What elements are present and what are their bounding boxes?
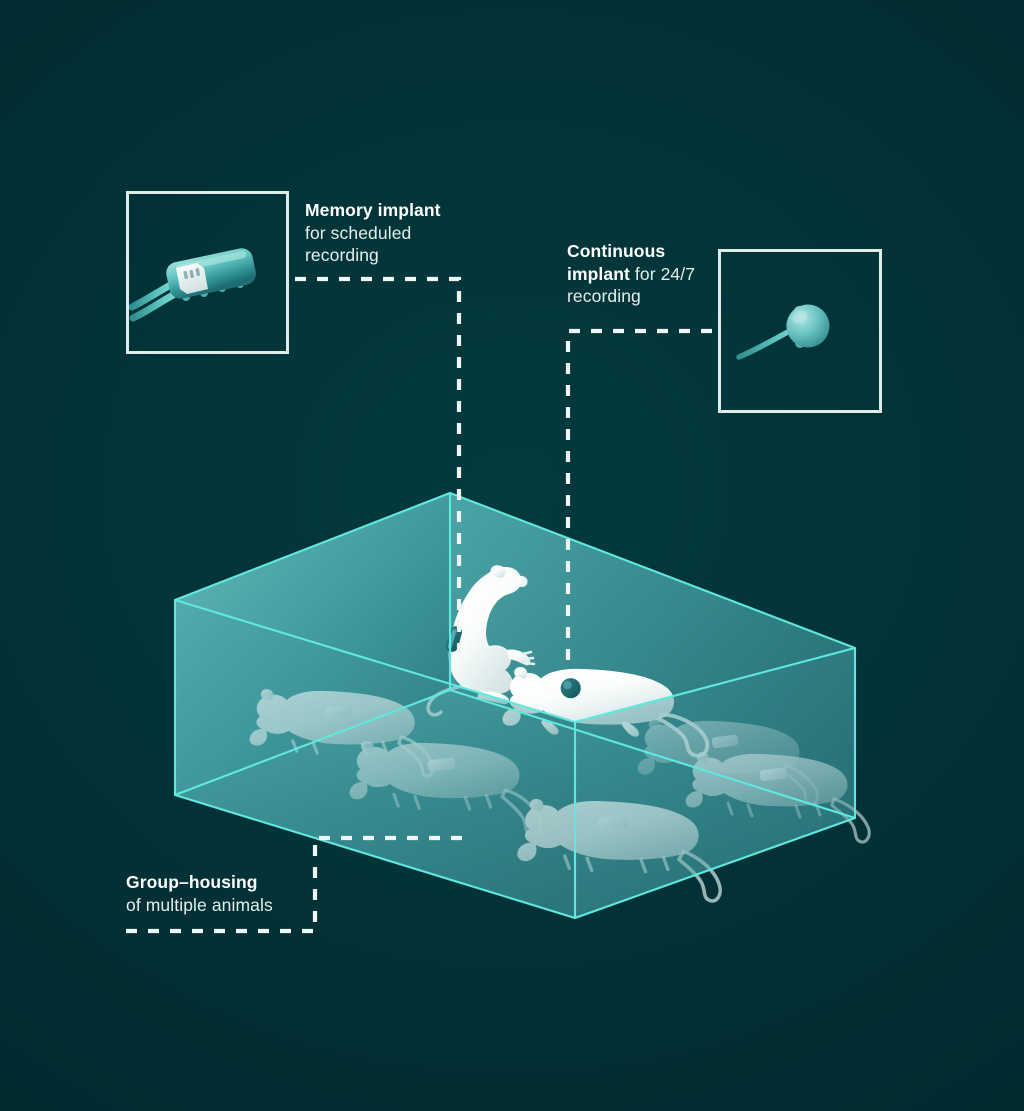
leader-group-housing bbox=[126, 835, 472, 934]
callout-memory-implant-title: Memory implant bbox=[305, 200, 441, 220]
callout-continuous-implant-subtitle: for 24/7 recording bbox=[567, 263, 696, 307]
callout-memory-implant: Memory implant for scheduled recording bbox=[305, 199, 485, 267]
callout-continuous-implant: Continuous implant for 24/7 recording bbox=[567, 240, 739, 308]
callout-continuous-implant-title: Continuous implant bbox=[567, 241, 666, 284]
callout-group-housing-subtitle: of multiple animals bbox=[126, 894, 273, 915]
memory-implant-device-icon bbox=[128, 248, 256, 322]
leader-lines bbox=[126, 276, 712, 934]
continuous-implant-device-icon bbox=[736, 304, 830, 360]
leader-continuous-implant bbox=[565, 328, 712, 668]
callout-memory-implant-subtitle: for scheduled recording bbox=[305, 222, 412, 266]
memory-implant-inset-frame bbox=[126, 191, 289, 354]
cage-edges bbox=[173, 491, 857, 920]
callout-group-housing-title: Group–housing bbox=[126, 872, 258, 892]
leader-memory-implant bbox=[295, 276, 462, 655]
callout-group-housing: Group–housing of multiple animals bbox=[126, 871, 326, 916]
cage-front-panels bbox=[175, 600, 855, 918]
continuous-implant-inset-frame bbox=[718, 249, 882, 413]
